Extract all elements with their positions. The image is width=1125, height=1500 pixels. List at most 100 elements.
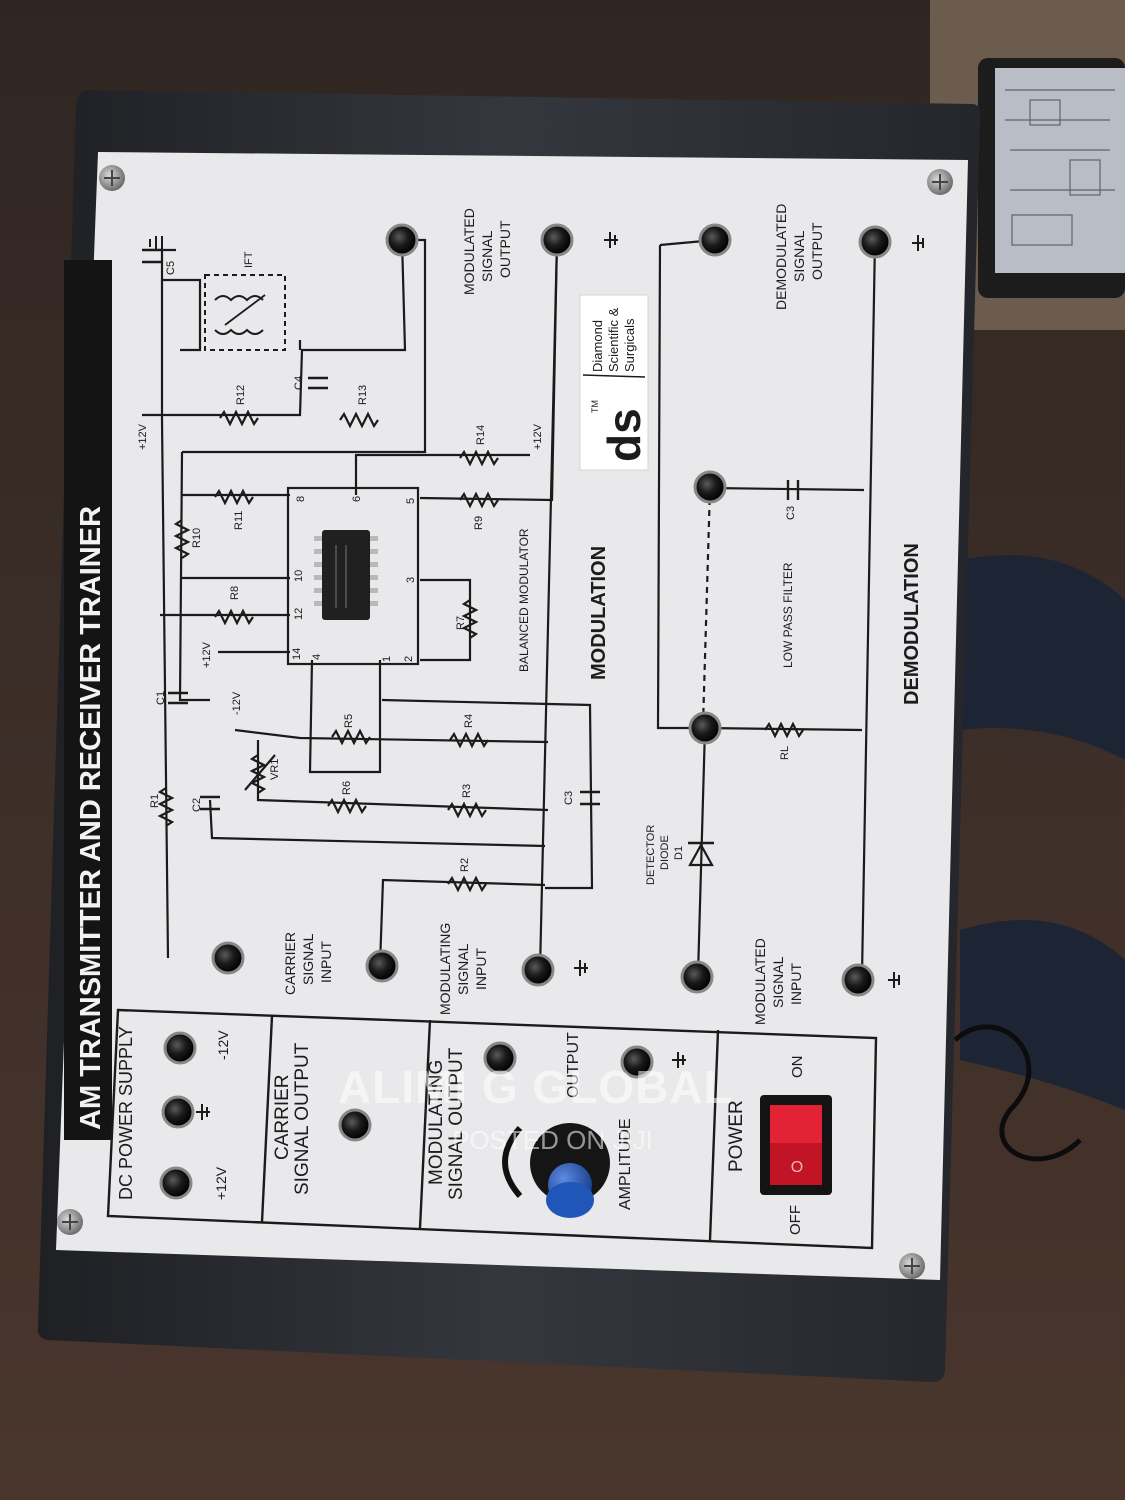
svg-text:RL: RL <box>779 746 791 760</box>
label-carrier-output-1: CARRIER <box>272 1074 293 1160</box>
balanced-modulator-box <box>286 486 420 666</box>
svg-text:12: 12 <box>293 608 305 620</box>
svg-text:SIGNAL: SIGNAL <box>791 230 807 282</box>
label-output: OUTPUT <box>565 1032 582 1098</box>
svg-text:1: 1 <box>381 656 393 662</box>
svg-text:O: O <box>791 1159 803 1176</box>
label-minus12v: -12V <box>215 1030 231 1060</box>
svg-text:3: 3 <box>405 577 417 583</box>
svg-text:R14: R14 <box>475 425 487 445</box>
jack-modulating-input-ground[interactable] <box>521 953 555 987</box>
svg-text:R8: R8 <box>229 586 241 600</box>
svg-text:VR1: VR1 <box>269 759 281 780</box>
label-demodulated-signal-output: DEMODULATED SIGNAL OUTPUT <box>773 204 825 310</box>
brand-logo: ds TM Diamond Scientific & Surgicals <box>579 294 650 471</box>
svg-text:Diamond: Diamond <box>590 320 605 372</box>
label-modulated-signal-input: MODULATED SIGNAL INPUT <box>752 938 804 1025</box>
jack-modulating-input[interactable] <box>365 949 399 983</box>
svg-text:OUTPUT: OUTPUT <box>497 220 513 278</box>
power-cord <box>953 1024 1082 1162</box>
svg-text:Scientific &: Scientific & <box>606 307 621 372</box>
svg-text:SIGNAL: SIGNAL <box>300 933 316 985</box>
control-strip-frame <box>106 1008 878 1250</box>
svg-text:2: 2 <box>403 656 415 662</box>
jack-detector[interactable] <box>688 711 722 745</box>
svg-text:C3: C3 <box>563 791 575 805</box>
label-balanced-modulator: BALANCED MODULATOR <box>517 528 531 672</box>
jack-modulating-output[interactable] <box>483 1041 517 1075</box>
jack-demodulated-output[interactable] <box>698 223 732 257</box>
resistor-icons <box>157 409 804 893</box>
svg-text:R10: R10 <box>191 528 203 548</box>
svg-text:8: 8 <box>295 496 307 502</box>
jack-modulated-input-ground[interactable] <box>841 963 875 997</box>
svg-text:C1: C1 <box>155 691 167 705</box>
label-power: POWER <box>726 1100 747 1172</box>
svg-text:R7: R7 <box>455 616 467 630</box>
svg-text:R9: R9 <box>473 516 485 530</box>
label-amplitude: AMPLITUDE <box>617 1118 634 1210</box>
label-minus12v-vr1: -12V <box>231 691 243 715</box>
screw-icon <box>57 1209 83 1235</box>
svg-text:TM: TM <box>590 400 600 413</box>
svg-text:MODULATED: MODULATED <box>461 208 477 295</box>
jack-ground[interactable] <box>161 1095 195 1129</box>
svg-text:DETECTOR: DETECTOR <box>645 825 657 885</box>
svg-text:OUTPUT: OUTPUT <box>809 222 825 280</box>
svg-text:C4: C4 <box>293 376 305 390</box>
cloth-scrap <box>960 920 1125 1110</box>
jack-modulated-output[interactable] <box>385 223 419 257</box>
label-dc-power-supply: DC POWER SUPPLY <box>116 1026 136 1200</box>
svg-text:14: 14 <box>291 648 303 660</box>
ift-transformer <box>204 274 286 351</box>
background-device <box>978 58 1125 298</box>
svg-text:Surgicals: Surgicals <box>622 318 637 372</box>
label-plus12v-r14: +12V <box>532 423 544 450</box>
jack-low-pass-filter[interactable] <box>693 470 727 504</box>
jack-modulating-output-ground[interactable] <box>620 1045 654 1079</box>
svg-text:R13: R13 <box>357 385 369 405</box>
cloth-scrap <box>960 555 1125 760</box>
label-on: ON <box>789 1056 806 1079</box>
detector-diode-icon <box>688 841 714 867</box>
svg-text:R1: R1 <box>149 794 161 808</box>
label-plus12v-top: +12V <box>137 423 149 450</box>
jack-demodulated-output-ground[interactable] <box>858 225 892 259</box>
svg-text:ds: ds <box>598 408 650 462</box>
svg-text:4: 4 <box>311 654 323 660</box>
circuit-wiring <box>142 238 877 976</box>
svg-text:R5: R5 <box>343 714 355 728</box>
ic-pin-labels: 8 6 5 10 3 12 14 4 1 2 <box>291 496 417 662</box>
jack-carrier-output[interactable] <box>338 1108 372 1142</box>
panel-title: AM TRANSMITTER AND RECEIVER TRAINER <box>75 506 107 1130</box>
ground-icon <box>149 232 924 1120</box>
label-modulating-output-1: MODULATING <box>426 1060 447 1185</box>
jack-carrier-input[interactable] <box>211 941 245 975</box>
svg-text:INPUT: INPUT <box>788 963 804 1005</box>
label-carrier-output-2: SIGNAL OUTPUT <box>292 1042 313 1195</box>
section-demodulation: DEMODULATION <box>901 543 923 705</box>
svg-text:R12: R12 <box>235 385 247 405</box>
svg-text:IFT: IFT <box>243 251 255 268</box>
jack-modulated-output-ground[interactable] <box>540 223 574 257</box>
power-switch[interactable]: O <box>760 1095 832 1195</box>
ic-chip <box>314 530 378 620</box>
svg-text:R3: R3 <box>461 784 473 798</box>
label-plus12v: +12V <box>213 1166 229 1200</box>
svg-text:SIGNAL: SIGNAL <box>770 956 786 1008</box>
capacitor-icons <box>142 248 800 811</box>
svg-text:INPUT: INPUT <box>318 941 334 983</box>
amplitude-knob[interactable] <box>502 1123 610 1218</box>
svg-text:R4: R4 <box>463 714 475 728</box>
svg-text:5: 5 <box>405 498 417 504</box>
component-labels: C5 IFT R12 C4 R13 R14 R11 R9 R10 R8 R7 C… <box>149 251 797 872</box>
jack-plus12v[interactable] <box>159 1166 193 1200</box>
jack-modulated-input[interactable] <box>680 960 714 994</box>
svg-text:D1: D1 <box>673 846 685 860</box>
svg-text:CARRIER: CARRIER <box>282 932 298 995</box>
svg-text:R2: R2 <box>459 858 471 872</box>
jack-minus12v[interactable] <box>163 1031 197 1065</box>
svg-text:DIODE: DIODE <box>659 835 671 870</box>
svg-text:INPUT: INPUT <box>473 948 489 990</box>
